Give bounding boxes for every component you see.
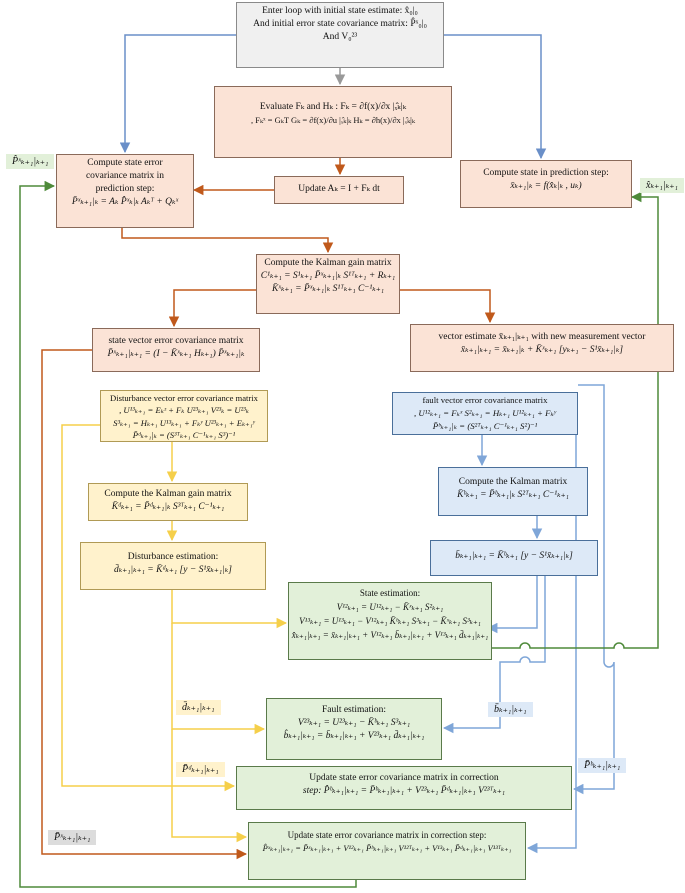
- fault-b-to-state-est-arrow: [486, 576, 538, 634]
- kalman-gain-box: Compute the Kalman gain matrix C¹ₖ₊₁ = S…: [256, 254, 400, 314]
- update-a-line: Update Aₖ = I + Fₖ dt: [298, 184, 380, 194]
- state-est-feedback-arrow: [492, 191, 659, 649]
- kalman-gain-line-3: K̄ˣₖ₊₁ = P̄ˣₖ₊₁|ₖ S¹ᵀₖ₊₁ C⁻¹ₖ₊₁: [271, 284, 385, 294]
- fault-b-box: b̄ₖ₊₁|ₖ₊₁ = K̄ᵇₖ₊₁ [y − S¹x̄ₖ₊₁|ₖ]: [430, 540, 598, 576]
- p-d-tag: P̄ᵈₖ₊₁|ₖ₊₁: [176, 762, 225, 777]
- state-est-line-3: V¹³ₖ₊₁ = U¹³ₖ₊₁ − V¹²ₖ₊₁ K̄ᵇₖ₊₁ S³ₖ₊₁ − …: [299, 616, 481, 626]
- vec-estimate-box: vector estimate x̄ₖ₊₁|ₖ₊₁ with new measu…: [410, 324, 674, 372]
- dist-est-line-1: Disturbance estimation:: [127, 552, 219, 562]
- init-line-2: And initial error state covariance matri…: [253, 19, 427, 29]
- upd-cov-b-line-1: Update state error covariance matrix in …: [309, 773, 499, 783]
- init-line-3: And V₀²³: [322, 32, 358, 42]
- cov-pred-line-2: covariance matrix in: [85, 171, 165, 181]
- init-to-state-pred-arrow: [444, 34, 547, 160]
- state-est-box: State estimation: V¹²ₖ₊₁ = U¹²ₖ₊₁ − K̄ˣₖ…: [288, 582, 492, 660]
- p-hat-feedback-tag: P̂ˣₖ₊₁|ₖ₊₁: [6, 154, 55, 169]
- state-pred-box: Compute state in prediction step: x̄ₖ₊₁|…: [460, 160, 632, 208]
- upd-cov-x-feedback-arrow: [19, 180, 357, 888]
- init-box: Enter loop with initial state estimate: …: [236, 2, 444, 68]
- evaluate-line-2: , Fₖˣ = GₖT Gₖ = ∂f(x)/∂u |ₓ̂ₖ|ₖ Hₖ = ∂h…: [251, 115, 415, 125]
- fault-gain-box: Compute the Kalman matrix K̄ᵇₖ₊₁ = P̄ᵇₖ₊…: [438, 467, 588, 516]
- fault-est-line-1: Fault estimation:: [321, 705, 387, 715]
- p-b-tag: P̄ᵇₖ₊₁|ₖ₊₁: [578, 758, 627, 773]
- b-bar-tag: b̄ₖ₊₁|ₖ₊₁: [488, 702, 533, 717]
- cov-pred-box: Compute state error covariance matrix in…: [56, 154, 194, 228]
- upd-cov-b-box: Update state error covariance matrix in …: [236, 766, 572, 810]
- p-x-tag: P̄ˣₖ₊₁|ₖ₊₁: [48, 830, 97, 845]
- fault-b-to-fault-est-arrow: [442, 576, 546, 734]
- cov-pred-line-4: P̄ˣₖ₊₁|ₖ = Aₖ P̂ˣₖ|ₖ Aₖᵀ + Qₖˣ: [71, 197, 179, 207]
- fault-cov-line-2: , U¹²ₖ₊₁ = Fₖˣ S²ₖ₊₁ = Hₖ₊₁ U¹²ₖ₊₁ + Fₖʸ: [414, 408, 556, 418]
- update-a-box: Update Aₖ = I + Fₖ dt: [274, 176, 404, 204]
- dist-est-box: Disturbance estimation: d̄ₖ₊₁|ₖ₊₁ = K̄ᵈₖ…: [80, 542, 266, 590]
- dist-gain-line-1: Compute the Kalman gain matrix: [104, 489, 232, 499]
- dist-cov-line-2: , U¹³ₖ₊₁ = Eₖᶻ + Fₖ U²³ₖ₊₁ V²³ₖ = U²³ₖ: [119, 405, 249, 416]
- state-vec-cov-line-1: state vector error covariance matrix: [108, 336, 244, 346]
- fault-b-line: b̄ₖ₊₁|ₖ₊₁ = K̄ᵇₖ₊₁ [y − S¹x̄ₖ₊₁|ₖ]: [455, 551, 573, 561]
- vec-estimate-line-1: vector estimate x̄ₖ₊₁|ₖ₊₁ with new measu…: [438, 332, 646, 342]
- fault-cov-line-3: P̄ᵇₖ₊₁|ₖ = (S²ᵀₖ₊₁ C⁻¹ₖ₊₁ S²)⁻¹: [432, 421, 538, 431]
- fault-gain-line-1: Compute the Kalman matrix: [458, 477, 568, 487]
- gain-to-state-vec-cov-arrow: [168, 289, 256, 328]
- dist-cov-line-4: P̄ᵈₖ₊₁|ₖ = (S³ᵀₖ₊₁ C⁻¹ₖ₊₁ S³)⁻¹: [132, 430, 236, 441]
- state-vec-cov-line-2: P̄ˣₖ₊₁|ₖ₊₁ = (I − K̄ˣₖ₊₁ Hₖ₊₁) P̄ˣₖ₊₁|ₖ: [107, 349, 245, 359]
- state-est-line-1: State estimation:: [359, 588, 421, 598]
- state-vec-cov-to-upd-cov-x-arrow: [41, 349, 248, 860]
- fault-est-line-3: b̂ₖ₊₁|ₖ₊₁ = b̄ₖ₊₁|ₖ₊₁ + V²³ₖ₊₁ d̄ₖ₊₁|ₖ₊₁: [283, 731, 425, 741]
- init-line-1: Enter loop with initial state estimate: …: [262, 6, 418, 16]
- dist-cov-line-3: S³ₖ₊₁ = Hₖ₊₁ U¹³ₖ₊₁ + Fₖʸ U²³ₖ₊₁ + Eₖ₊₁ʸ: [113, 417, 255, 428]
- dist-cov-to-upd-cov-b-arrow: [61, 424, 236, 792]
- kalman-gain-line-2: C¹ₖ₊₁ = S¹ₖ₊₁ P̄ˣₖ₊₁|ₖ S¹ᵀₖ₊₁ + Rₖ₊₁: [260, 271, 396, 281]
- dist-to-upd-cov-x-arrow: [171, 729, 248, 843]
- upd-cov-x-line-1: Update state error covariance matrix in …: [287, 830, 487, 840]
- evaluate-line-1: Evaluate Fₖ and Hₖ : Fₖ = ∂f(x)/∂x |ₓ̂ₖ|…: [259, 102, 407, 112]
- fault-est-box: Fault estimation: V²³ₖ₊₁ = U²³ₖ₊₁ − K̄ᵇₖ…: [266, 698, 442, 760]
- state-est-line-4: x̂ₖ₊₁|ₖ₊₁ = x̄ₖ₊₁|ₖ₊₁ + V¹²ₖ₊₁ b̄ₖ₊₁|ₖ₊₁…: [291, 630, 489, 640]
- upd-cov-x-line-2: P̂ˣₖ₊₁|ₖ₊₁ = P̄ˣₖ₊₁|ₖ₊₁ + V¹²ₖ₊₁ P̄ᵇₖ₊₁|…: [262, 844, 512, 853]
- dist-gain-line-2: K̄ᵈₖ₊₁ = P̄ᵈₖ₊₁|ₖ S³ᵀₖ₊₁ C⁻¹ₖ₊₁: [111, 502, 225, 512]
- cov-pred-line-3: prediction step:: [95, 184, 155, 194]
- init-to-cov-pred-arrow: [119, 34, 236, 154]
- dist-cov-box: Disturbance vector error covariance matr…: [100, 390, 268, 442]
- state-est-line-2: V¹²ₖ₊₁ = U¹²ₖ₊₁ − K̄ˣₖ₊₁ S²ₖ₊₁: [336, 602, 444, 612]
- evaluate-box: Evaluate Fₖ and Hₖ : Fₖ = ∂f(x)/∂x |ₓ̂ₖ|…: [214, 86, 452, 158]
- upd-cov-x-box: Update state error covariance matrix in …: [248, 822, 526, 880]
- fault-gain-line-2: K̄ᵇₖ₊₁ = P̄ᵇₖ₊₁|ₖ S²ᵀₖ₊₁ C⁻¹ₖ₊₁: [457, 490, 569, 500]
- fault-cov-box: fault vector error covariance matrix , U…: [392, 392, 578, 435]
- cov-pred-to-gain-arrow: [121, 228, 334, 254]
- dist-est-to-state-est-arrow: [171, 590, 288, 629]
- state-pred-line-2: x̄ₖ₊₁|ₖ = f(x̂ₖ|ₖ , uₖ): [510, 181, 582, 191]
- dist-est-line-2: d̄ₖ₊₁|ₖ₊₁ = K̄ᵈₖ₊₁ [y − S¹x̄ₖ₊₁|ₖ]: [114, 565, 232, 575]
- fault-est-line-2: V²³ₖ₊₁ = U²³ₖ₊₁ − K̄ᵇₖ₊₁ S³ₖ₊₁: [297, 718, 411, 728]
- state-vec-cov-box: state vector error covariance matrix P̄ˣ…: [92, 328, 260, 372]
- dist-gain-box: Compute the Kalman gain matrix K̄ᵈₖ₊₁ = …: [88, 483, 248, 521]
- state-pred-line-1: Compute state in prediction step:: [483, 168, 609, 178]
- gain-to-vec-estimate-arrow: [400, 289, 496, 324]
- d-bar-tag: d̄ₖ₊₁|ₖ₊₁: [176, 700, 221, 715]
- dist-cov-line-1: Disturbance vector error covariance matr…: [110, 393, 258, 403]
- cov-pred-line-1: Compute state error: [87, 158, 163, 168]
- upd-cov-b-line-2: step: P̂ᵇₖ₊₁|ₖ₊₁ = P̄ᵇₖ₊₁|ₖ₊₁ + V²³ₖ₊₁ P…: [302, 786, 506, 796]
- fault-cov-to-upd-cov-b-arrow: [572, 384, 615, 795]
- kalman-gain-line-1: Compute the Kalman gain matrix: [264, 258, 392, 268]
- fault-cov-line-1: fault vector error covariance matrix: [422, 395, 548, 405]
- vec-estimate-line-2: x̄ₖ₊₁|ₖ₊₁ = x̄ₖ₊₁|ₖ + K̄ˣₖ₊₁ [yₖ₊₁ − S¹x…: [460, 345, 624, 355]
- x-hat-feedback-tag: x̂ₖ₊₁|ₖ₊₁: [640, 178, 684, 193]
